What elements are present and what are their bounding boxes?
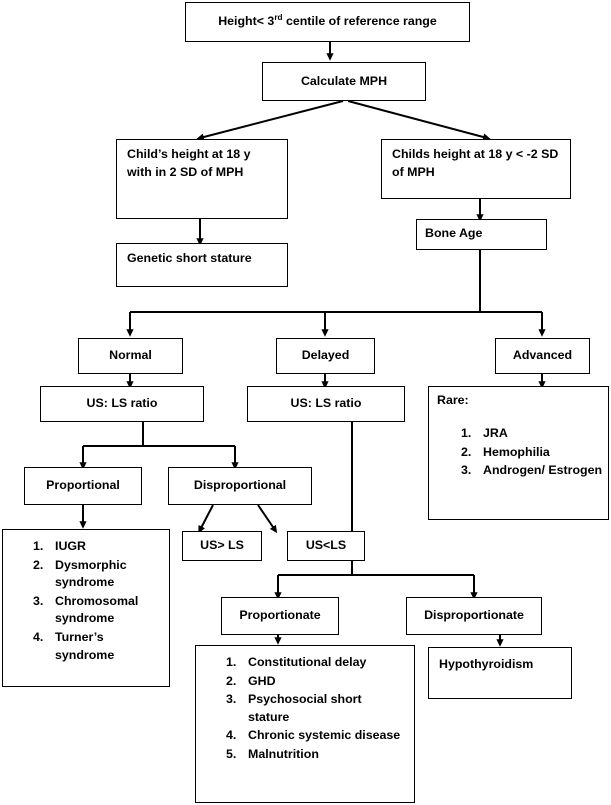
list-item: 1. IUGR: [33, 538, 163, 556]
list-item-number: 2.: [33, 557, 44, 572]
list-item-text: JRA: [483, 426, 508, 440]
list-item-number: 3.: [226, 692, 237, 707]
node-genetic-short-stature: Genetic short stature: [116, 243, 288, 287]
node-calculate-mph: Calculate MPH: [262, 62, 426, 101]
list-item-text: Androgen/ Estrogen: [483, 463, 603, 478]
list-item: 2. GHD: [226, 673, 406, 691]
list-item-number: 5.: [226, 747, 237, 762]
node-us-ls-ratio-normal: US: LS ratio: [40, 386, 204, 422]
list-item: 3. Chromosomal syndrome: [33, 593, 163, 628]
list-item-text: Hemophilia: [483, 444, 550, 459]
proportional-causes-list: 1. IUGR 2. Dysmorphic syndrome 3. Chromo…: [3, 530, 169, 664]
proportionate-causes-list: 1. Constitutional delay 2. GHD 3. Psycho…: [196, 646, 414, 764]
node-disproportionate: Disproportionate: [406, 597, 542, 635]
node-rare-causes: Rare: 1. JRA 2. Hemophilia 3. Androgen/ …: [428, 386, 609, 520]
node-proportional: Proportional: [24, 467, 142, 505]
list-item-text: Malnutrition: [248, 747, 319, 762]
node-root-superscript: rd: [274, 12, 283, 22]
list-item-text: IUGR: [55, 539, 86, 553]
node-disproportional: Disproportional: [168, 467, 312, 505]
list-item-number: 1.: [33, 539, 44, 553]
node-bone-age: Bone Age: [416, 219, 547, 250]
list-item: 4. Turner’s syndrome: [33, 629, 163, 664]
list-item-text: Constitutional delay: [248, 655, 367, 669]
node-us-less-ls: US<LS: [287, 531, 365, 561]
list-item: 4. Chronic systemic disease: [226, 727, 406, 745]
list-item: 5. Malnutrition: [226, 746, 406, 764]
list-item-number: 4.: [226, 728, 237, 743]
list-item: 1. Constitutional delay: [226, 654, 406, 672]
node-us-greater-ls: US> LS: [182, 531, 262, 561]
list-item: 3. Psychosocial short stature: [226, 691, 406, 726]
list-item-number: 1.: [226, 655, 237, 669]
list-item-number: 2.: [461, 444, 472, 459]
node-child-below-2sd: Childs height at 18 y < -2 SD of MPH: [381, 139, 571, 199]
node-proportionate: Proportionate: [221, 597, 339, 635]
list-item-text: GHD: [248, 673, 276, 688]
list-item-number: 3.: [33, 593, 44, 608]
list-item-text: Turner’s syndrome: [55, 630, 115, 662]
node-child-within-2sd: Child’s height at 18 y with in 2 SD of M…: [116, 139, 288, 219]
node-normal: Normal: [78, 338, 183, 374]
rare-label: Rare:: [437, 393, 469, 407]
list-item-number: 2.: [226, 673, 237, 688]
rare-causes-list: 1. JRA 2. Hemophilia 3. Androgen/ Estrog…: [429, 425, 608, 480]
list-item: 1. JRA: [461, 425, 608, 443]
node-delayed: Delayed: [276, 338, 375, 374]
node-proportional-causes: 1. IUGR 2. Dysmorphic syndrome 3. Chromo…: [2, 529, 170, 687]
list-item-text: Chromosomal syndrome: [55, 593, 139, 626]
list-item-text: Psychosocial short stature: [248, 692, 362, 724]
node-hypothyroidism: Hypothyroidism: [428, 647, 572, 699]
list-item-number: 1.: [461, 426, 472, 440]
list-item-number: 4.: [33, 630, 44, 645]
node-us-ls-ratio-delayed: US: LS ratio: [247, 386, 405, 422]
node-root-text-after: centile of reference range: [282, 14, 437, 28]
list-item-text: Dysmorphic syndrome: [55, 557, 127, 590]
list-item-text: Chronic systemic disease: [248, 728, 401, 743]
node-advanced: Advanced: [495, 338, 590, 374]
list-item: 2. Hemophilia: [461, 444, 608, 462]
node-root: Height< 3rd centile of reference range: [185, 2, 470, 42]
list-item-number: 3.: [461, 463, 472, 478]
node-root-text-before: Height< 3: [218, 14, 275, 28]
list-item: 2. Dysmorphic syndrome: [33, 557, 163, 592]
node-proportionate-causes: 1. Constitutional delay 2. GHD 3. Psycho…: [195, 645, 415, 803]
list-item: 3. Androgen/ Estrogen: [461, 462, 608, 480]
